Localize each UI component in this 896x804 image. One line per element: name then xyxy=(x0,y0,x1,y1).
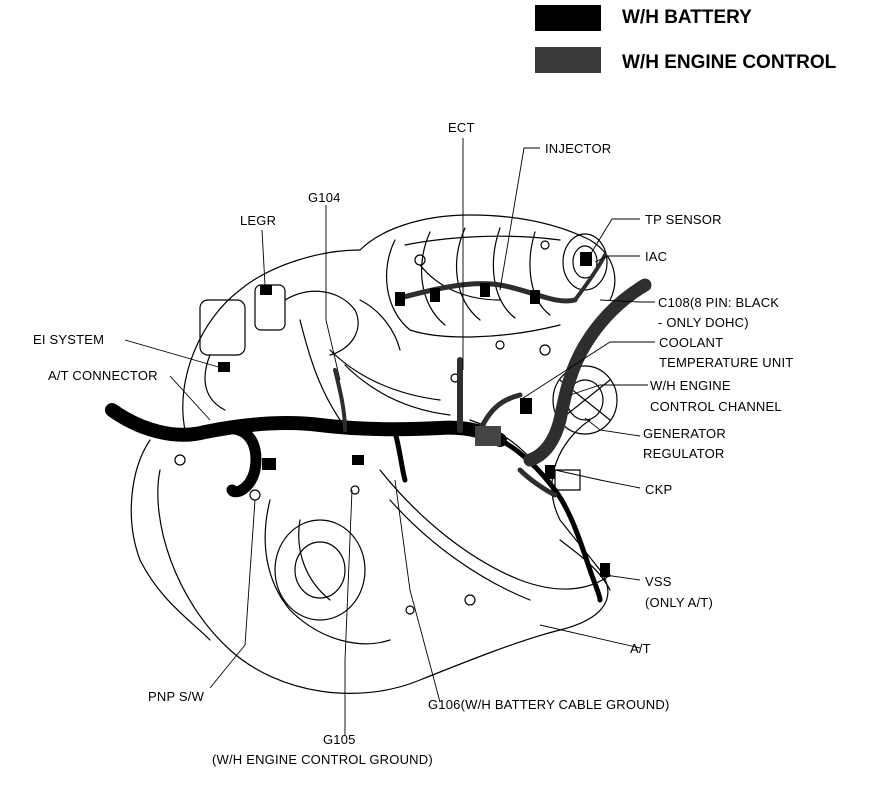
label-c108-line1: C108(8 PIN: BLACK xyxy=(658,295,780,310)
label-ei-system: EI SYSTEM xyxy=(33,332,105,347)
label-vss-line1: VSS xyxy=(645,574,672,589)
label-legr: LEGR xyxy=(240,213,277,228)
label-injector: INJECTOR xyxy=(545,141,612,156)
legend-label-engine-control: W/H ENGINE CONTROL xyxy=(622,52,837,73)
legend-swatch-battery xyxy=(535,5,601,31)
label-vss-line2: (ONLY A/T) xyxy=(645,595,713,610)
label-coolant-line2: TEMPERATURE UNIT xyxy=(659,355,794,370)
label-tp-sensor: TP SENSOR xyxy=(645,212,722,227)
label-at: A/T xyxy=(630,641,651,656)
label-g105-line1: G105 xyxy=(323,732,356,747)
label-g105-line2: (W/H ENGINE CONTROL GROUND) xyxy=(212,752,433,767)
label-c108-line2: - ONLY DOHC) xyxy=(658,315,749,330)
label-ect: ECT xyxy=(448,120,475,135)
label-at-connector: A/T CONNECTOR xyxy=(48,368,158,383)
label-g106: G106(W/H BATTERY CABLE GROUND) xyxy=(428,697,670,712)
label-generator-line1: GENERATOR xyxy=(643,426,726,441)
label-wh-channel-line1: W/H ENGINE xyxy=(650,378,731,393)
label-ckp: CKP xyxy=(645,482,673,497)
label-iac: IAC xyxy=(645,249,668,264)
legend-label-battery: W/H BATTERY xyxy=(622,7,752,28)
label-coolant-line1: COOLANT xyxy=(659,335,724,350)
label-generator-line2: REGULATOR xyxy=(643,446,725,461)
label-g104: G104 xyxy=(308,190,341,205)
legend-swatch-engine-control xyxy=(535,47,601,73)
label-wh-channel-line2: CONTROL CHANNEL xyxy=(650,399,782,414)
label-pnp-switch: PNP S/W xyxy=(148,689,205,704)
